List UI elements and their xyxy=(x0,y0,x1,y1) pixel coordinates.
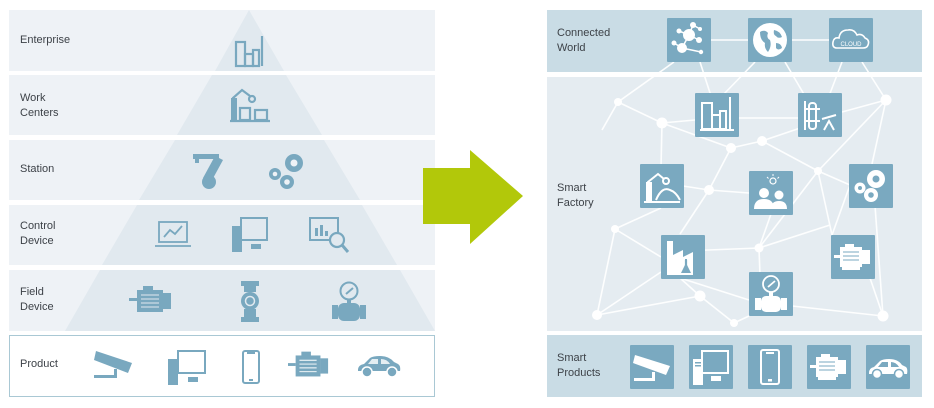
network-node xyxy=(757,136,767,146)
people-idea-icon xyxy=(749,171,793,215)
desktop-computer-icon xyxy=(231,216,269,252)
network-node xyxy=(880,94,892,106)
laptop-chart-icon xyxy=(155,219,191,249)
globe-icon xyxy=(748,18,792,62)
desktop-computer-icon xyxy=(689,345,733,389)
band-smart-products: Smart Products xyxy=(547,335,922,397)
network-node xyxy=(730,319,738,327)
pressure-gauge-icon xyxy=(749,272,793,316)
desktop-computer-icon xyxy=(167,349,207,385)
valve-icon xyxy=(240,281,260,323)
pyramid-label-enterprise: Enterprise xyxy=(20,34,71,46)
gears-icon xyxy=(268,152,308,190)
city-industry-icon xyxy=(233,36,267,68)
gears-icon xyxy=(849,164,893,208)
network-node xyxy=(611,225,619,233)
smartphone-icon xyxy=(241,350,261,384)
pyramid-label-work-centers: Work Centers xyxy=(20,92,59,119)
pressure-gauge-icon xyxy=(332,281,366,323)
cloud-icon: CLOUD xyxy=(829,18,873,62)
pyramid-label-station: Station xyxy=(20,163,55,175)
electric-motor-icon xyxy=(807,345,851,389)
network-node xyxy=(726,143,736,153)
city-industry-icon xyxy=(695,93,739,137)
network-node xyxy=(877,310,889,322)
label-smart-products: Smart Products xyxy=(557,352,601,379)
smartphone-icon xyxy=(748,345,792,389)
network-nodes-icon xyxy=(667,18,711,62)
electric-motor-icon xyxy=(129,286,173,314)
chemical-factory-icon xyxy=(661,235,705,279)
transition-arrow xyxy=(423,150,523,244)
pyramid-segment-enterprise xyxy=(215,10,284,71)
pyramid-label-control-device: Control Device xyxy=(20,220,56,247)
label-connected-world: Connected World xyxy=(557,27,611,54)
electric-motor-icon xyxy=(831,235,875,279)
analytics-monitor-icon xyxy=(308,216,350,254)
security-camera-icon xyxy=(92,349,134,379)
robot-arm-icon xyxy=(193,152,229,190)
robot-arm-workcell-icon xyxy=(228,86,272,124)
refinery-pumpjack-icon xyxy=(798,93,842,137)
car-icon xyxy=(356,354,402,378)
network-node xyxy=(656,117,668,129)
label-smart-factory: Smart Factory xyxy=(557,182,594,209)
network-node xyxy=(754,243,764,253)
network-node xyxy=(814,167,822,175)
network-node xyxy=(592,310,602,320)
pyramid-shape xyxy=(65,10,435,331)
pyramid-label-field-device: Field Device xyxy=(20,286,54,313)
pyramid-segment-work-centers xyxy=(177,75,322,135)
network-node xyxy=(694,290,706,302)
cloud-icon-text: CLOUD xyxy=(840,42,862,48)
robot-workcell-icon xyxy=(640,164,684,208)
network-node xyxy=(704,185,714,195)
electric-motor-icon xyxy=(288,351,330,379)
car-icon xyxy=(866,345,910,389)
pyramid-label-product: Product xyxy=(20,358,58,370)
arrow-shape xyxy=(423,150,523,244)
security-camera-icon xyxy=(630,345,674,389)
pyramid-segment-control-device xyxy=(102,205,397,265)
network-node xyxy=(614,98,622,106)
